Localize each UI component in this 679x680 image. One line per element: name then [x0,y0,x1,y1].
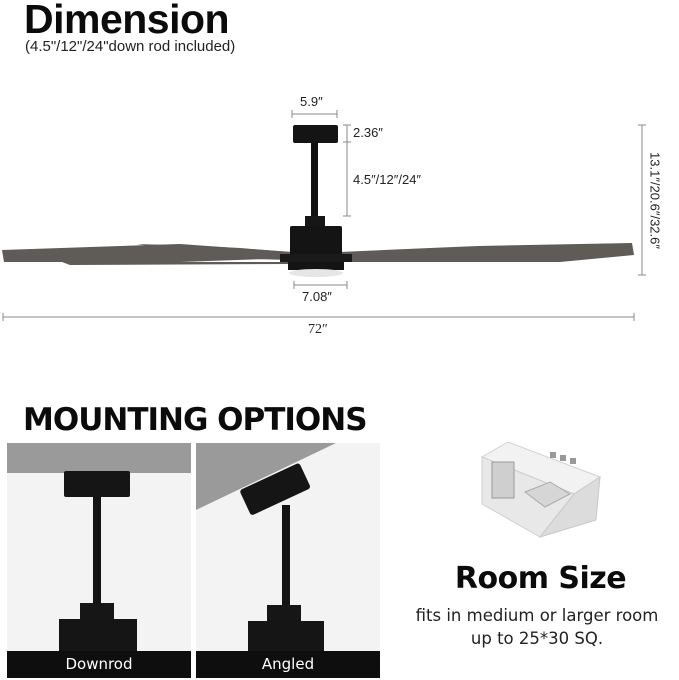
downrod-label: Downrod [7,651,191,678]
room-illustration-icon [480,441,602,538]
room-size-title: Room Size [454,561,627,596]
mounting-option-downrod: Downrod [7,443,191,678]
blade-span-label: 72″ [308,322,328,337]
blade-span-dimension-line [2,313,635,321]
mounting-option-angled: Angled [196,443,380,678]
mounting-options-title: MOUNTING OPTIONS [23,402,368,438]
room-size-line-2: up to 25*30 SQ. [470,629,604,648]
downrod [311,143,318,218]
room-size-description: fits in medium or larger room up to 25*3… [392,604,679,650]
angled-mount-illustration [196,443,336,661]
canopy-width-label: 5.9″ [300,94,323,109]
motor-housing [290,226,342,256]
downrod-mount-illustration [7,443,191,659]
canopy [293,125,338,143]
canopy-width-dimension-line [291,110,338,118]
total-height-label: 13.1″/20.6″/32.6″ [647,152,663,249]
fan-blades [2,243,634,265]
fan-dimension-diagram [2,110,646,321]
room-size-line-1: fits in medium or larger room [415,606,659,625]
page-subtitle: (4.5"/12"/24"down rod included) [25,38,236,55]
motor-width-label: 7.08″ [302,289,332,304]
motor-width-dimension-line [293,281,348,289]
led-light [289,269,343,277]
total-height-dimension-line [638,124,646,276]
canopy-height-label: 2.36″ [353,125,383,140]
page-title: Dimension [24,0,230,42]
angled-label: Angled [196,651,380,678]
canopy-height-dimension-line [343,124,351,217]
downrod-length-label: 4.5″/12″/24″ [353,172,422,187]
